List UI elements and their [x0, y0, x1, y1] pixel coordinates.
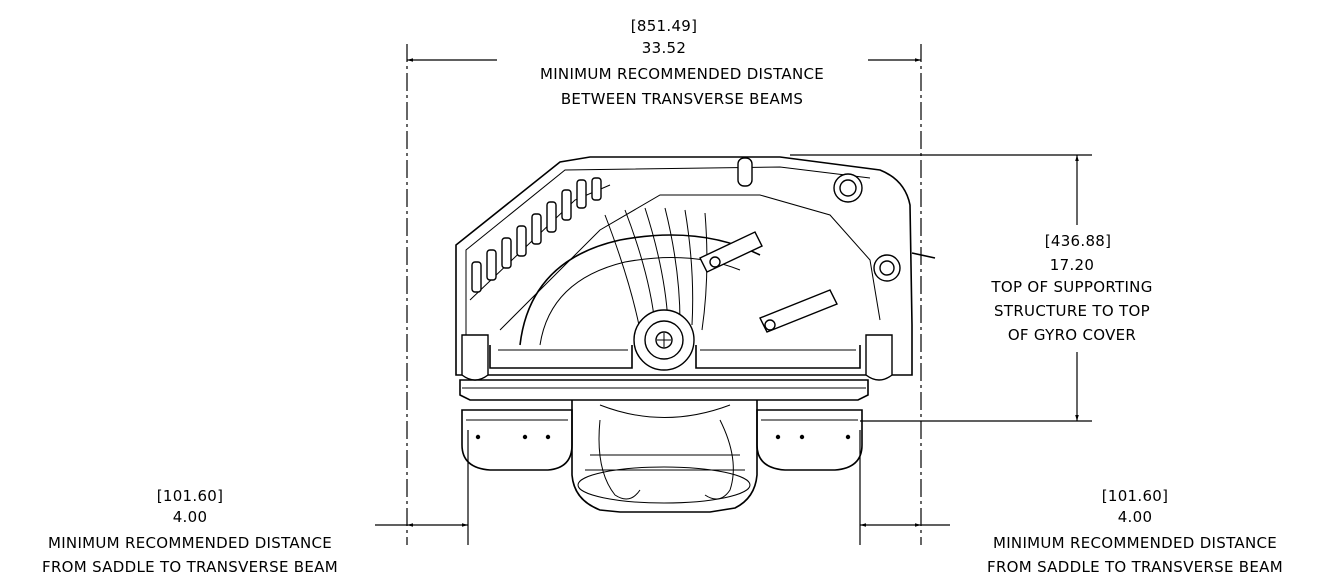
left-side-pod: [461, 334, 489, 381]
fin-6: [546, 201, 557, 233]
right-side-pod: [865, 334, 893, 381]
top-dim-imperial: 33.52: [642, 39, 686, 57]
left-saddle: [461, 409, 573, 471]
inner-frame: [499, 194, 881, 331]
wire-center: [599, 404, 731, 418]
height-dim-line2: STRUCTURE TO TOP: [994, 302, 1150, 320]
height-dim-metric: [436.88]: [1045, 232, 1112, 250]
fin-1: [471, 261, 482, 293]
height-dimension: [436.88] 17.20 TOP OF SUPPORTING STRUCTU…: [790, 154, 1152, 422]
right-dim-imperial: 4.00: [1118, 508, 1153, 526]
fin-9: [591, 177, 602, 201]
housing-inner-edge: [465, 166, 871, 370]
gyro-unit-drawing: [455, 156, 936, 513]
right-saddle-bolt-3: [845, 434, 851, 440]
height-dim-imperial: 17.20: [1050, 256, 1094, 274]
top-handle: [737, 157, 753, 187]
gimbal-ribs: [604, 207, 708, 331]
left-dim-metric: [101.60]: [157, 487, 224, 505]
top-dim-metric: [851.49]: [631, 17, 698, 35]
center-hub: [633, 309, 695, 371]
top-dim-line1: MINIMUM RECOMMENDED DISTANCE: [540, 65, 824, 83]
left-dim-imperial: 4.00: [173, 508, 208, 526]
right-saddle: [756, 409, 863, 471]
fin-8: [576, 179, 587, 209]
fin-7: [561, 189, 572, 221]
right-dimension: [101.60] 4.00 MINIMUM RECOMMENDED DISTAN…: [859, 430, 1283, 576]
bowl-rings: [585, 454, 745, 471]
left-saddle-body: [461, 409, 573, 471]
bowl-rim: [577, 466, 751, 504]
top-dim-line2: BETWEEN TRANSVERSE BEAMS: [561, 90, 803, 108]
side-stub: [911, 252, 936, 259]
right-dim-line1: MINIMUM RECOMMENDED DISTANCE: [993, 534, 1277, 552]
right-dim-metric: [101.60]: [1102, 487, 1169, 505]
fin-2: [486, 249, 497, 281]
gyro-bowl: [571, 400, 758, 513]
lower-right-rail: [695, 345, 861, 369]
lower-left-rail: [489, 345, 633, 369]
left-saddle-bolt-1: [475, 434, 481, 440]
right-dim-line2: FROM SADDLE TO TRANSVERSE BEAM: [987, 558, 1283, 576]
wire-left: [598, 419, 641, 500]
left-dim-line1: MINIMUM RECOMMENDED DISTANCE: [48, 534, 332, 552]
wire-right: [704, 419, 734, 500]
right-saddle-bolt-1: [775, 434, 781, 440]
right-saddle-body: [756, 409, 863, 471]
base-plate: [459, 379, 869, 401]
fin-4: [516, 225, 527, 257]
cylinder-lower: [759, 289, 838, 333]
gyro-housing: [455, 156, 913, 376]
height-dim-line3: OF GYRO COVER: [1008, 326, 1136, 344]
height-dim-line1: TOP OF SUPPORTING: [990, 278, 1152, 296]
right-saddle-bolt-2: [799, 434, 805, 440]
left-cooling-panel: [469, 177, 611, 301]
left-saddle-bolt-3: [545, 434, 551, 440]
fin-3: [501, 237, 512, 269]
left-dim-line2: FROM SADDLE TO TRANSVERSE BEAM: [42, 558, 338, 576]
flywheel-arc-outer: [519, 234, 761, 346]
fin-5: [531, 213, 542, 245]
left-dimension: [101.60] 4.00 MINIMUM RECOMMENDED DISTAN…: [42, 430, 469, 576]
top-dimension: [851.49] 33.52 MINIMUM RECOMMENDED DISTA…: [407, 17, 921, 108]
left-saddle-bolt-2: [522, 434, 528, 440]
hydraulic-cylinders: [699, 231, 838, 333]
